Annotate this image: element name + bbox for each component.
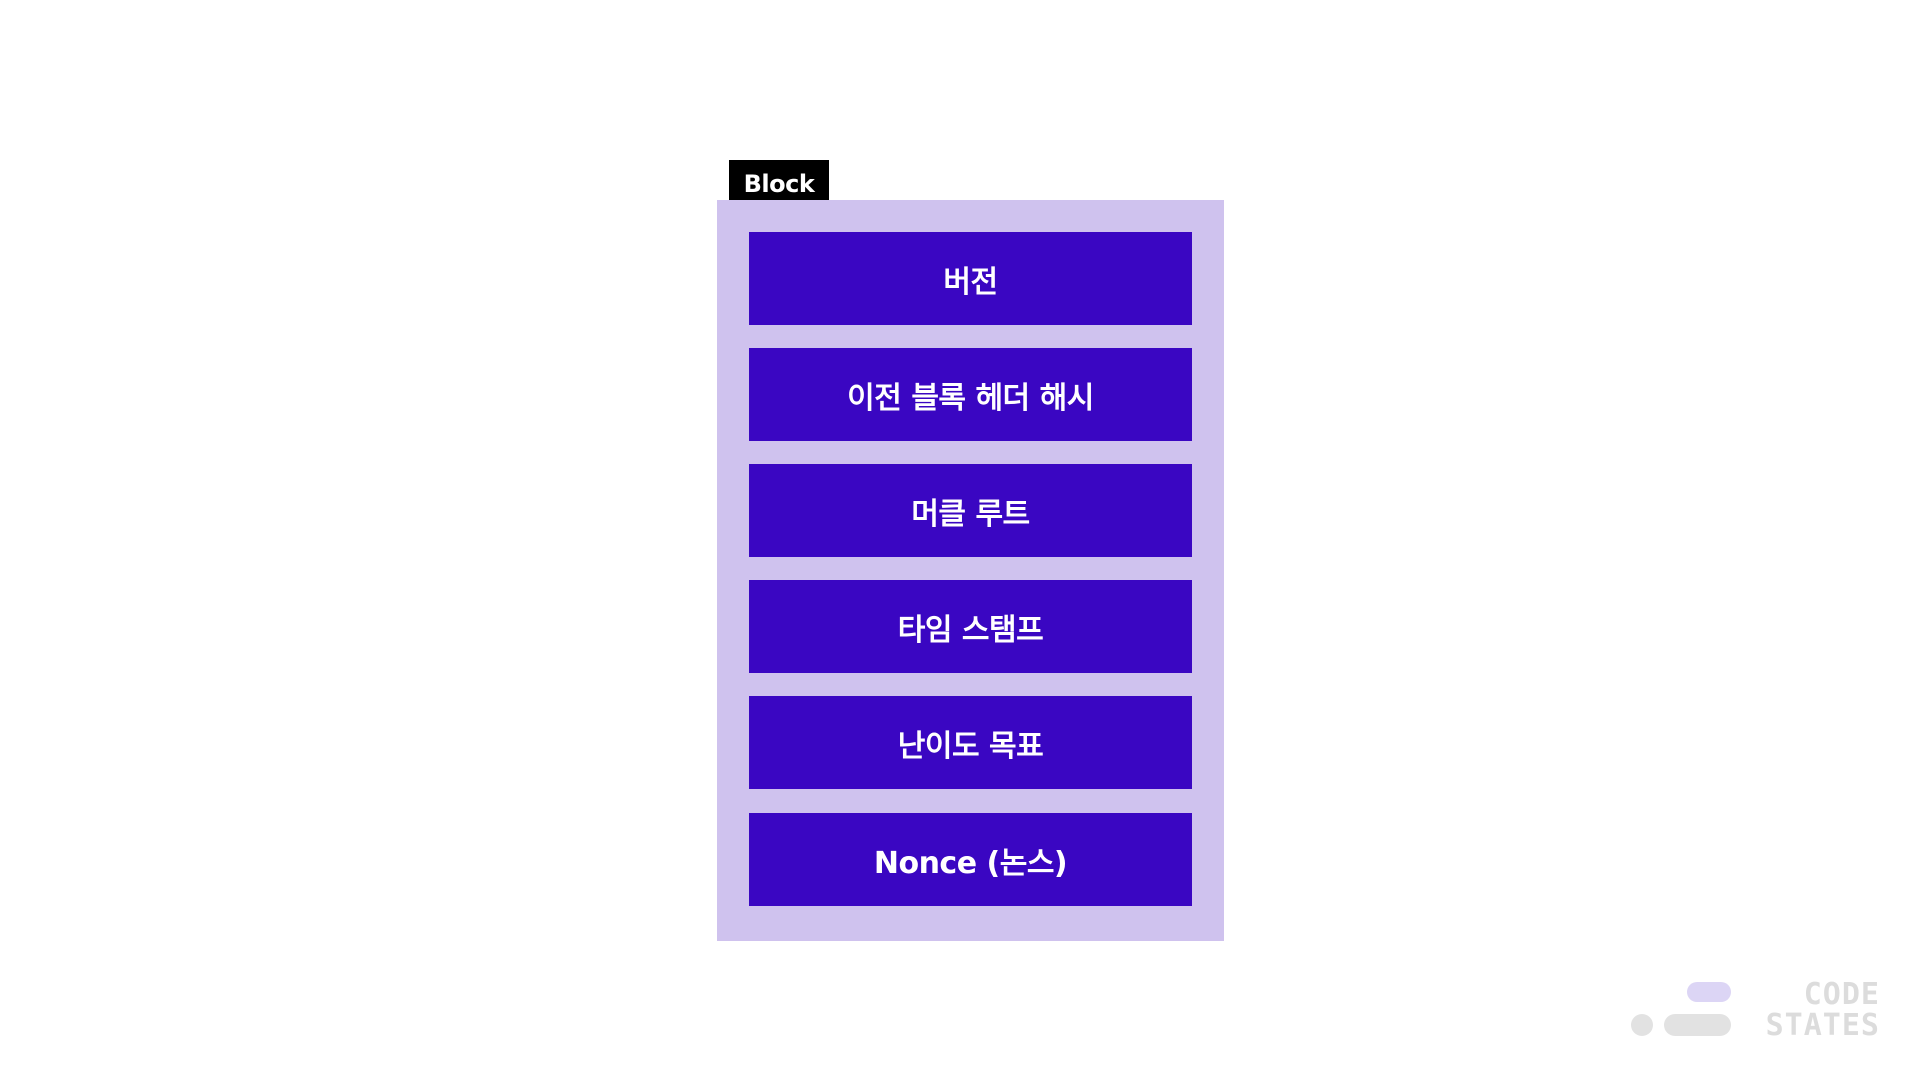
logo-pill-accent-icon — [1687, 982, 1731, 1002]
field-nonce: Nonce (논스) — [749, 813, 1192, 906]
field-merkle-root: 머클 루트 — [749, 464, 1192, 557]
logo-text-code: CODE — [1803, 977, 1880, 1012]
logo-pill-icon — [1664, 1014, 1731, 1036]
field-timestamp: 타임 스탬프 — [749, 580, 1192, 673]
logo-dot-icon — [1631, 1014, 1653, 1036]
logo-text-states: STATES — [1765, 1008, 1880, 1043]
field-prev-block-hash: 이전 블록 헤더 해시 — [749, 348, 1192, 441]
codestates-logo: CODE STATES — [1625, 977, 1880, 1043]
block-container: 버전 이전 블록 헤더 해시 머클 루트 타임 스탬프 난이도 목표 Nonce… — [717, 200, 1224, 941]
field-difficulty-target: 난이도 목표 — [749, 696, 1192, 789]
field-version: 버전 — [749, 232, 1192, 325]
